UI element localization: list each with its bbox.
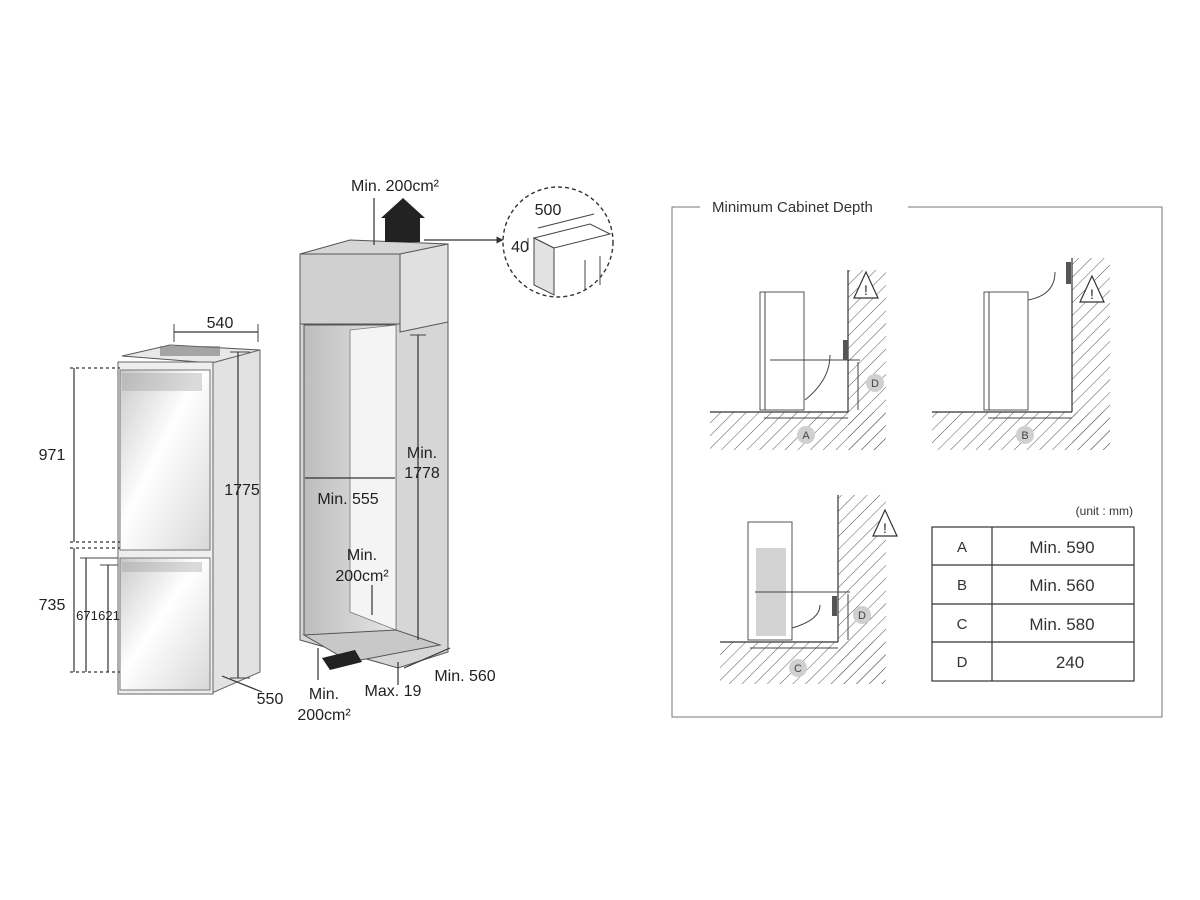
scene-a xyxy=(710,270,886,450)
table-key-c: C xyxy=(957,616,968,633)
mid-vent-label-line1: Min. xyxy=(347,547,377,564)
fridge-lower-height-label: 735 xyxy=(39,597,66,614)
inner-height-label-line1: Min. xyxy=(407,445,437,462)
warning-icon-b: ! xyxy=(1079,274,1105,303)
svg-text:A: A xyxy=(802,430,810,442)
bottom-vent-label-line2: 200cm² xyxy=(297,707,351,724)
min-depth-panel xyxy=(671,196,1163,718)
table-value-d: 240 xyxy=(1056,653,1084,672)
mid-vent-label-line2: 200cm² xyxy=(335,568,389,585)
inner-height-label-line2: 1778 xyxy=(404,465,440,482)
svg-text:B: B xyxy=(1021,430,1028,442)
table-value-a: Min. 590 xyxy=(1029,538,1094,557)
scene-c xyxy=(720,495,886,684)
fridge-illustration xyxy=(117,344,261,695)
marker-d-c: D xyxy=(853,606,871,624)
marker-b: B xyxy=(1016,426,1034,444)
table-key-d: D xyxy=(957,654,968,671)
table-value-b: Min. 560 xyxy=(1029,576,1094,595)
warning-icon-c: ! xyxy=(872,508,898,537)
warning-mark-c: ! xyxy=(883,520,887,536)
warning-mark-b: ! xyxy=(1090,286,1094,302)
warning-mark-a: ! xyxy=(864,282,868,298)
cabinet-dimension-lines xyxy=(305,198,504,685)
top-vent-label: Min. 200cm² xyxy=(351,178,440,195)
svg-text:D: D xyxy=(871,378,879,390)
detail-width-label: 500 xyxy=(535,202,562,219)
fridge-height-label: 1775 xyxy=(224,482,260,499)
plinth-height-label: Max. 19 xyxy=(365,683,422,700)
inner-width-label: Min. 555 xyxy=(317,491,378,508)
table-key-a: A xyxy=(957,539,967,556)
min-depth-table xyxy=(931,526,1135,682)
fridge-671-label: 671 xyxy=(76,608,98,623)
panel-title: Minimum Cabinet Depth xyxy=(712,199,873,216)
svg-text:D: D xyxy=(858,610,866,622)
svg-text:C: C xyxy=(794,663,802,675)
fridge-width-label: 540 xyxy=(207,315,234,332)
marker-c: C xyxy=(789,659,807,677)
table-value-c: Min. 580 xyxy=(1029,615,1094,634)
cabinet-depth-label: Min. 560 xyxy=(434,668,495,685)
marker-d-a: D xyxy=(866,374,884,392)
fridge-depth-label: 550 xyxy=(257,691,284,708)
top-detail-circle xyxy=(502,186,614,298)
bottom-vent-label-line1: Min. xyxy=(309,686,339,703)
cabinet-illustration xyxy=(299,198,449,670)
unit-label: (unit : mm) xyxy=(1076,504,1133,518)
scene-b xyxy=(932,258,1110,450)
table-key-b: B xyxy=(957,577,967,594)
detail-height-label: 40 xyxy=(511,239,529,256)
fridge-621-label: 621 xyxy=(98,608,120,623)
fridge-dimension-lines xyxy=(70,324,263,693)
marker-a: A xyxy=(797,426,815,444)
fridge-upper-height-label: 971 xyxy=(39,447,66,464)
warning-icon-a: ! xyxy=(853,270,879,299)
